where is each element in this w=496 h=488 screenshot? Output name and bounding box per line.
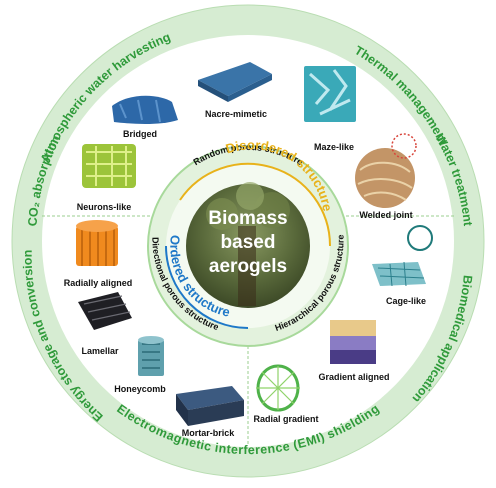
center-line-2: based xyxy=(221,232,276,253)
label-radially: Radially aligned xyxy=(64,278,133,288)
lamellar-image xyxy=(78,292,132,330)
label-cage: Cage-like xyxy=(386,296,426,306)
mortar-brick-image xyxy=(176,386,244,426)
label-lamellar: Lamellar xyxy=(81,346,119,356)
label-radial-gradient: Radial gradient xyxy=(253,414,318,424)
maze-like-image xyxy=(304,66,356,122)
nacre-mimetic-image xyxy=(198,62,272,102)
radial-gradient-image xyxy=(256,364,300,412)
honeycomb-image xyxy=(138,336,164,376)
cage-like-image xyxy=(372,225,433,287)
disordered-arc xyxy=(179,162,332,247)
center-line-1: Biomass xyxy=(208,208,287,229)
label-welded: Welded joint xyxy=(359,210,412,220)
neurons-like-image xyxy=(82,144,136,188)
label-maze: Maze-like xyxy=(314,142,354,152)
center-line-3: aerogels xyxy=(209,256,287,277)
bridged-image xyxy=(112,95,178,124)
welded-joint-image xyxy=(355,133,417,208)
label-neurons: Neurons-like xyxy=(77,202,132,212)
label-nacre: Nacre-mimetic xyxy=(205,109,267,119)
gradient-aligned-image xyxy=(330,320,376,364)
label-gradient-aligned: Gradient aligned xyxy=(318,372,389,382)
ordered-arc xyxy=(165,245,249,329)
tree-photo xyxy=(186,182,310,308)
radially-aligned-image xyxy=(76,220,118,266)
label-bridged: Bridged xyxy=(123,129,157,139)
label-mortar: Mortar-brick xyxy=(182,428,236,438)
label-honeycomb: Honeycomb xyxy=(114,384,166,394)
